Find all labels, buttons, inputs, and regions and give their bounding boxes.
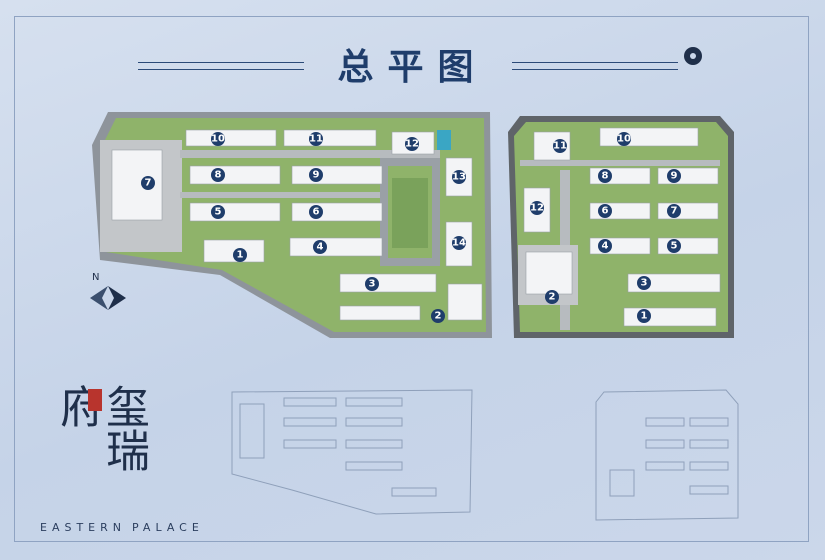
svg-text:7: 7 <box>671 206 678 217</box>
marker <box>545 290 559 304</box>
west-bldg-6 <box>291 202 383 222</box>
marker <box>309 205 323 219</box>
brand-logo: 玺瑞府 <box>52 384 154 514</box>
west-bldg-14 <box>445 221 473 267</box>
brand-seal <box>88 389 102 411</box>
west-bldg-1 <box>203 239 265 263</box>
east-markers: 11 10 8 9 12 6 7 4 5 2 3 1 <box>530 132 681 323</box>
svg-text:8: 8 <box>602 171 609 182</box>
marker <box>211 168 225 182</box>
marker <box>598 239 612 253</box>
marker <box>667 239 681 253</box>
west-bldg-8 <box>189 165 281 185</box>
svg-text:1: 1 <box>237 250 244 261</box>
svg-text:14: 14 <box>452 238 466 249</box>
marker <box>233 248 247 262</box>
marker <box>309 168 323 182</box>
page-title: 总平图 <box>337 46 488 88</box>
north-compass-icon: N <box>90 272 126 310</box>
brand-name: 玺瑞府 <box>52 384 149 472</box>
svg-text:5: 5 <box>671 241 678 252</box>
brand-subtitle-left: EASTERN <box>40 521 126 534</box>
svg-text:11: 11 <box>553 141 567 152</box>
marker <box>667 169 681 183</box>
east-bldg-3 <box>627 273 721 293</box>
outline-plan-west <box>231 389 473 515</box>
west-garden <box>392 178 428 248</box>
outline-bldg <box>239 403 265 459</box>
svg-text:11: 11 <box>309 134 323 145</box>
svg-text:3: 3 <box>641 278 648 289</box>
decorative-frame <box>14 16 809 542</box>
svg-text:N: N <box>92 272 99 283</box>
svg-text:10: 10 <box>617 134 631 145</box>
brand-subtitle-right: PALACE <box>132 521 204 534</box>
marker <box>667 204 681 218</box>
marker <box>637 309 651 323</box>
west-markers: 10 11 12 7 8 9 13 5 6 14 1 4 3 2 <box>141 132 466 323</box>
marker <box>637 276 651 290</box>
west-bldg-4 <box>289 237 383 257</box>
west-bldg-2-annex <box>447 283 483 321</box>
svg-text:4: 4 <box>317 242 324 253</box>
marker <box>365 277 379 291</box>
svg-text:9: 9 <box>671 171 678 182</box>
marker <box>617 132 631 146</box>
svg-text:6: 6 <box>602 206 609 217</box>
svg-text:12: 12 <box>405 139 419 150</box>
flower-badge-icon <box>684 47 702 65</box>
marker <box>452 170 466 184</box>
svg-text:5: 5 <box>215 207 222 218</box>
svg-text:2: 2 <box>549 292 556 303</box>
marker <box>553 139 567 153</box>
west-bldg-10 <box>185 129 277 147</box>
marker <box>598 169 612 183</box>
svg-text:13: 13 <box>452 172 466 183</box>
west-inner-road <box>180 192 380 198</box>
east-bldg-2 <box>525 251 573 295</box>
marker <box>452 236 466 250</box>
west-building-blocks <box>111 129 483 321</box>
svg-text:7: 7 <box>145 178 152 189</box>
west-loop-road <box>380 158 440 266</box>
svg-text:1: 1 <box>641 311 648 322</box>
svg-text:9: 9 <box>313 170 320 181</box>
marker <box>211 205 225 219</box>
svg-text:8: 8 <box>215 170 222 181</box>
marker <box>431 309 445 323</box>
marker <box>598 204 612 218</box>
title-rule-left <box>138 62 304 70</box>
title-rule-right <box>512 62 678 70</box>
west-bldg-3 <box>339 273 437 293</box>
west-bldg-11 <box>283 129 377 147</box>
east-bldg-10 <box>599 127 699 147</box>
svg-text:2: 2 <box>435 311 442 322</box>
west-bldg-2 <box>339 305 421 321</box>
marker <box>405 137 419 151</box>
west-bldg-9 <box>291 165 383 185</box>
svg-text:3: 3 <box>369 279 376 290</box>
svg-text:4: 4 <box>602 241 609 252</box>
marker <box>141 176 155 190</box>
svg-text:10: 10 <box>211 134 225 145</box>
marker <box>309 132 323 146</box>
marker <box>211 132 225 146</box>
svg-text:12: 12 <box>530 203 544 214</box>
svg-text:6: 6 <box>313 207 320 218</box>
east-inner-road <box>520 160 720 166</box>
faded-outline-plans <box>231 389 739 521</box>
outline-plan-east <box>595 389 739 521</box>
marker <box>530 201 544 215</box>
marker <box>313 240 327 254</box>
west-pool <box>437 130 451 150</box>
west-bldg-5 <box>189 202 281 222</box>
west-inner-road <box>180 150 440 158</box>
